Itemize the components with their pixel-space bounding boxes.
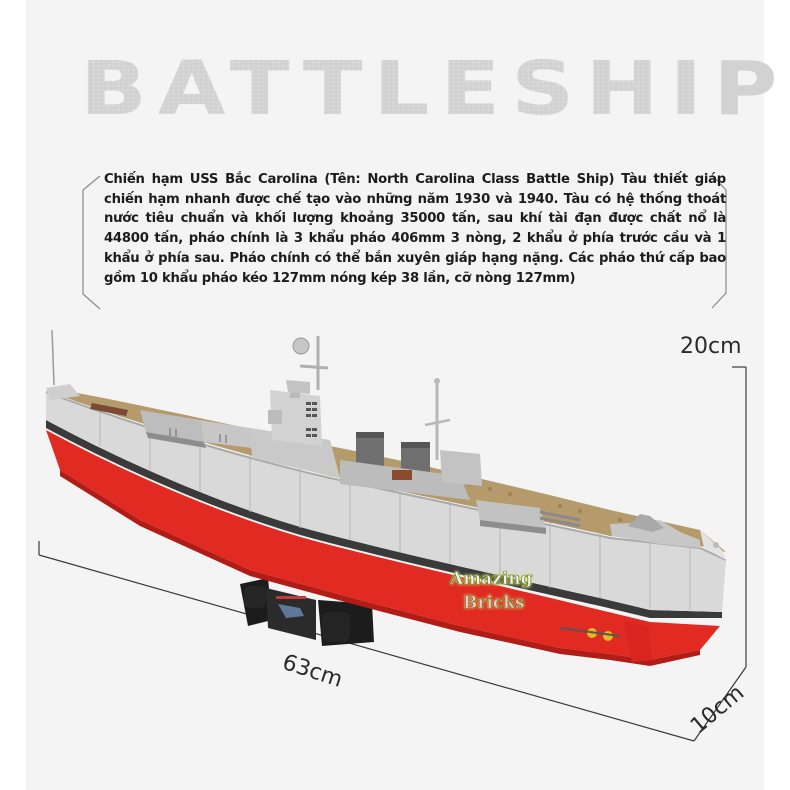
battleship-model — [45, 329, 727, 666]
text-bracket-left — [82, 175, 101, 310]
watermark-amazing: Amazing — [450, 569, 533, 589]
text-bracket-right — [711, 174, 727, 309]
length-line — [38, 554, 695, 742]
watermark-bricks: Bricks — [463, 593, 525, 613]
display-stand — [240, 578, 374, 646]
title-texture — [76, 52, 716, 132]
ship-description: Chiến hạm USS Bắc Carolina (Tên: North C… — [104, 172, 726, 286]
width-line — [693, 666, 747, 742]
height-dimension-label: 20cm — [680, 334, 742, 359]
